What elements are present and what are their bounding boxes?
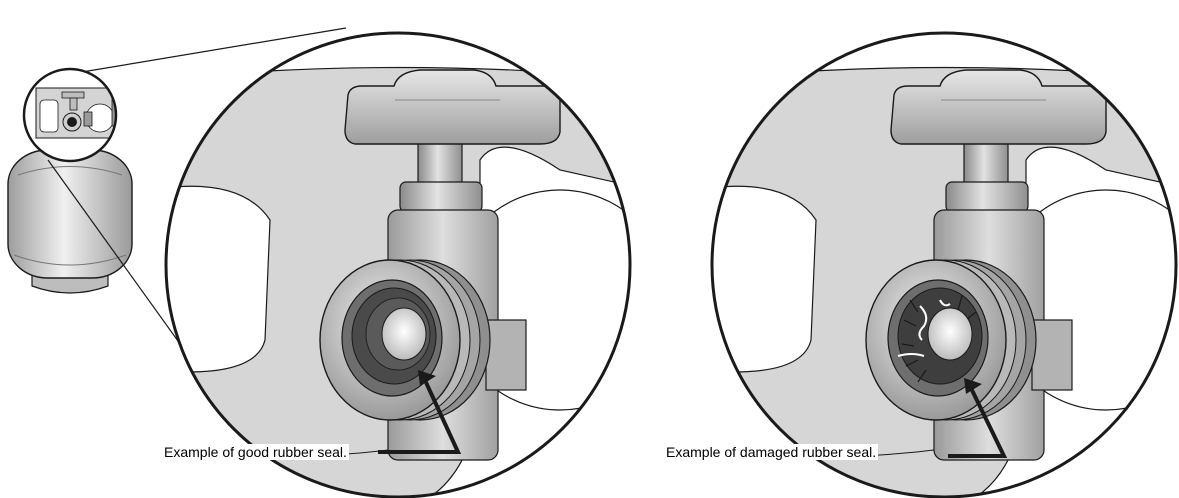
tank-valve-magnifier bbox=[22, 67, 118, 163]
damaged-seal-pointer-arrow bbox=[948, 385, 1008, 458]
good-seal-caption: Example of good rubber seal. bbox=[162, 444, 349, 460]
propane-tank-illustration bbox=[7, 149, 133, 294]
good-seal-panel bbox=[164, 31, 632, 498]
damaged-seal-panel bbox=[710, 31, 1178, 498]
good-seal-pointer-arrow bbox=[378, 377, 462, 454]
seal-crack-marks bbox=[897, 299, 951, 357]
damaged-seal-caption: Example of damaged rubber seal. bbox=[664, 444, 879, 460]
